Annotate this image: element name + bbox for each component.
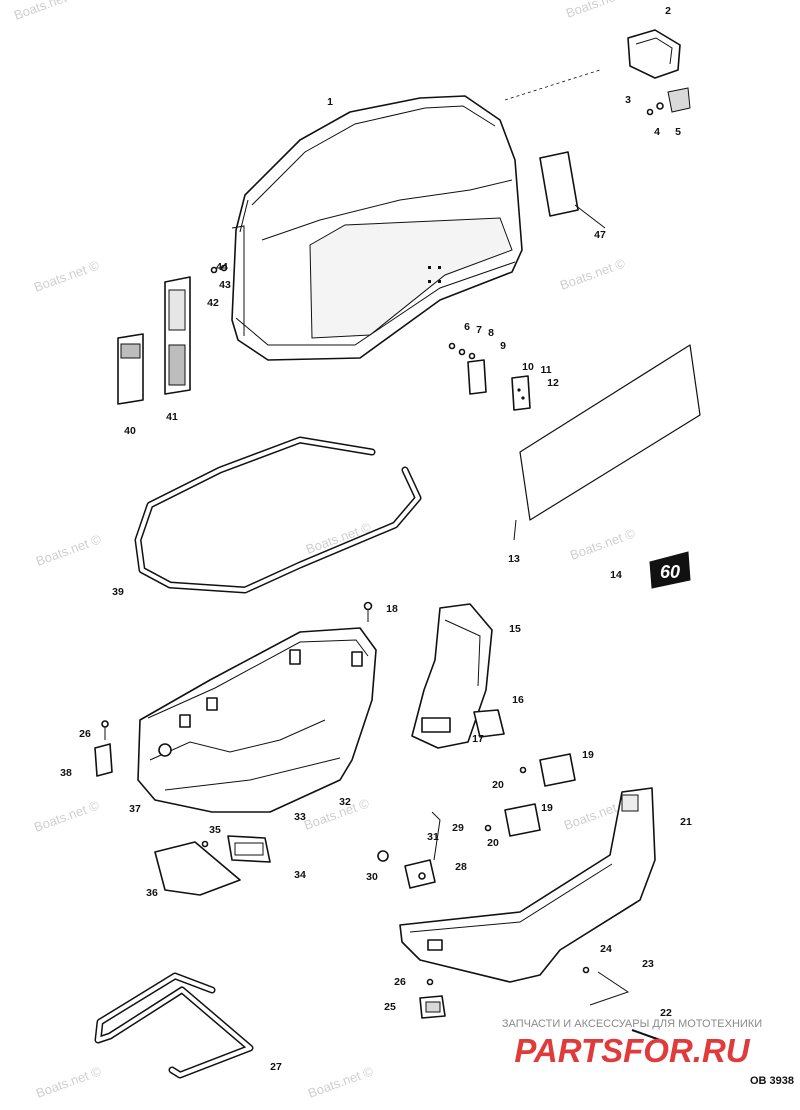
sheet-gasket	[513, 344, 701, 541]
callout-22: 22	[660, 1007, 672, 1019]
callout-32: 32	[339, 796, 351, 808]
callout-41: 41	[166, 411, 178, 423]
brand-banner: ЗАПЧАСТИ И АКСЕССУАРЫ ДЛЯ МОТОТЕХНИКИ PA…	[502, 1018, 762, 1069]
callout-15: 15	[509, 623, 521, 635]
callout-2: 2	[665, 5, 671, 17]
callout-16: 16	[512, 694, 524, 706]
callout-38: 38	[60, 767, 72, 779]
callout-37: 37	[129, 803, 141, 815]
right-brackets	[484, 753, 576, 837]
watermark-text: Boats.net ©	[306, 1063, 376, 1101]
callout-19b: 19	[541, 802, 553, 814]
callout-44: 44	[216, 261, 228, 273]
callout-47: 47	[594, 229, 606, 241]
center-latch-parts	[377, 811, 441, 889]
callout-3: 3	[625, 94, 631, 106]
callout-35: 35	[209, 824, 221, 836]
callout-8: 8	[488, 327, 494, 339]
callout-1: 1	[327, 96, 333, 108]
left-vent-set	[154, 835, 271, 896]
callout-29: 29	[452, 822, 464, 834]
callout-31: 31	[427, 831, 439, 843]
decal-60-text: 60	[660, 562, 680, 582]
callout-25: 25	[384, 1001, 396, 1013]
watermark-text: Boats.net ©	[34, 1063, 104, 1101]
callout-21: 21	[680, 816, 692, 828]
callout-43: 43	[219, 279, 231, 291]
watermark-text: Boats.net ©	[302, 795, 372, 833]
callout-39: 39	[112, 586, 124, 598]
callout-5: 5	[675, 126, 681, 138]
watermark-text: Boats.net ©	[568, 525, 638, 563]
lower-cowl-right	[399, 787, 656, 983]
watermark-text: Boats.net ©	[34, 531, 104, 569]
callout-27: 27	[270, 1061, 282, 1073]
drawing-code: OB 3938	[750, 1075, 794, 1087]
callout-20b: 20	[487, 837, 499, 849]
callout-4: 4	[654, 126, 660, 138]
callout-17: 17	[472, 733, 484, 745]
latch-bracket-assembly	[627, 29, 691, 116]
callout-13: 13	[508, 553, 520, 565]
watermark-text: Boats.net ©	[32, 257, 102, 295]
callout-24: 24	[600, 943, 612, 955]
front-bracket	[411, 603, 505, 749]
lower-hardware	[582, 966, 661, 1041]
brand-subtitle: ЗАПЧАСТИ И АКСЕССУАРЫ ДЛЯ МОТОТЕХНИКИ	[502, 1018, 762, 1030]
callout-42: 42	[207, 297, 219, 309]
watermark-text: Boats.net ©	[32, 797, 102, 835]
callout-7: 7	[476, 324, 482, 336]
callout-34: 34	[294, 869, 306, 881]
grommet	[419, 978, 446, 1019]
watermark-text: Boats.net ©	[564, 0, 634, 21]
decal-plate	[539, 151, 606, 229]
top-cowl	[231, 69, 601, 361]
callout-26a: 26	[79, 728, 91, 740]
callout-23: 23	[642, 958, 654, 970]
callout-19a: 19	[582, 749, 594, 761]
side-decals	[117, 264, 228, 405]
callout-9: 9	[500, 340, 506, 352]
decal-60: 60	[649, 551, 691, 589]
callout-10: 10	[522, 361, 534, 373]
callout-33: 33	[294, 811, 306, 823]
callout-36: 36	[146, 887, 158, 899]
callout-12: 12	[547, 377, 559, 389]
latch-hardware	[448, 342, 531, 411]
brand-logo: PARTSFOR.RU	[514, 1032, 750, 1069]
cowl-seal	[134, 436, 422, 594]
lower-cowl-left	[137, 601, 377, 813]
callout-40: 40	[124, 425, 136, 437]
callout-18: 18	[386, 603, 398, 615]
callout-11: 11	[540, 364, 551, 376]
callout-14: 14	[610, 569, 622, 581]
callout-26b: 26	[394, 976, 406, 988]
watermark-text: Boats.net ©	[558, 255, 628, 293]
carry-handle	[94, 972, 254, 1079]
callout-28: 28	[455, 861, 467, 873]
watermark-text: Boats.net ©	[12, 0, 82, 23]
callout-6: 6	[464, 321, 470, 333]
callout-20a: 20	[492, 779, 504, 791]
callout-30: 30	[366, 871, 378, 883]
left-latch	[94, 720, 113, 777]
